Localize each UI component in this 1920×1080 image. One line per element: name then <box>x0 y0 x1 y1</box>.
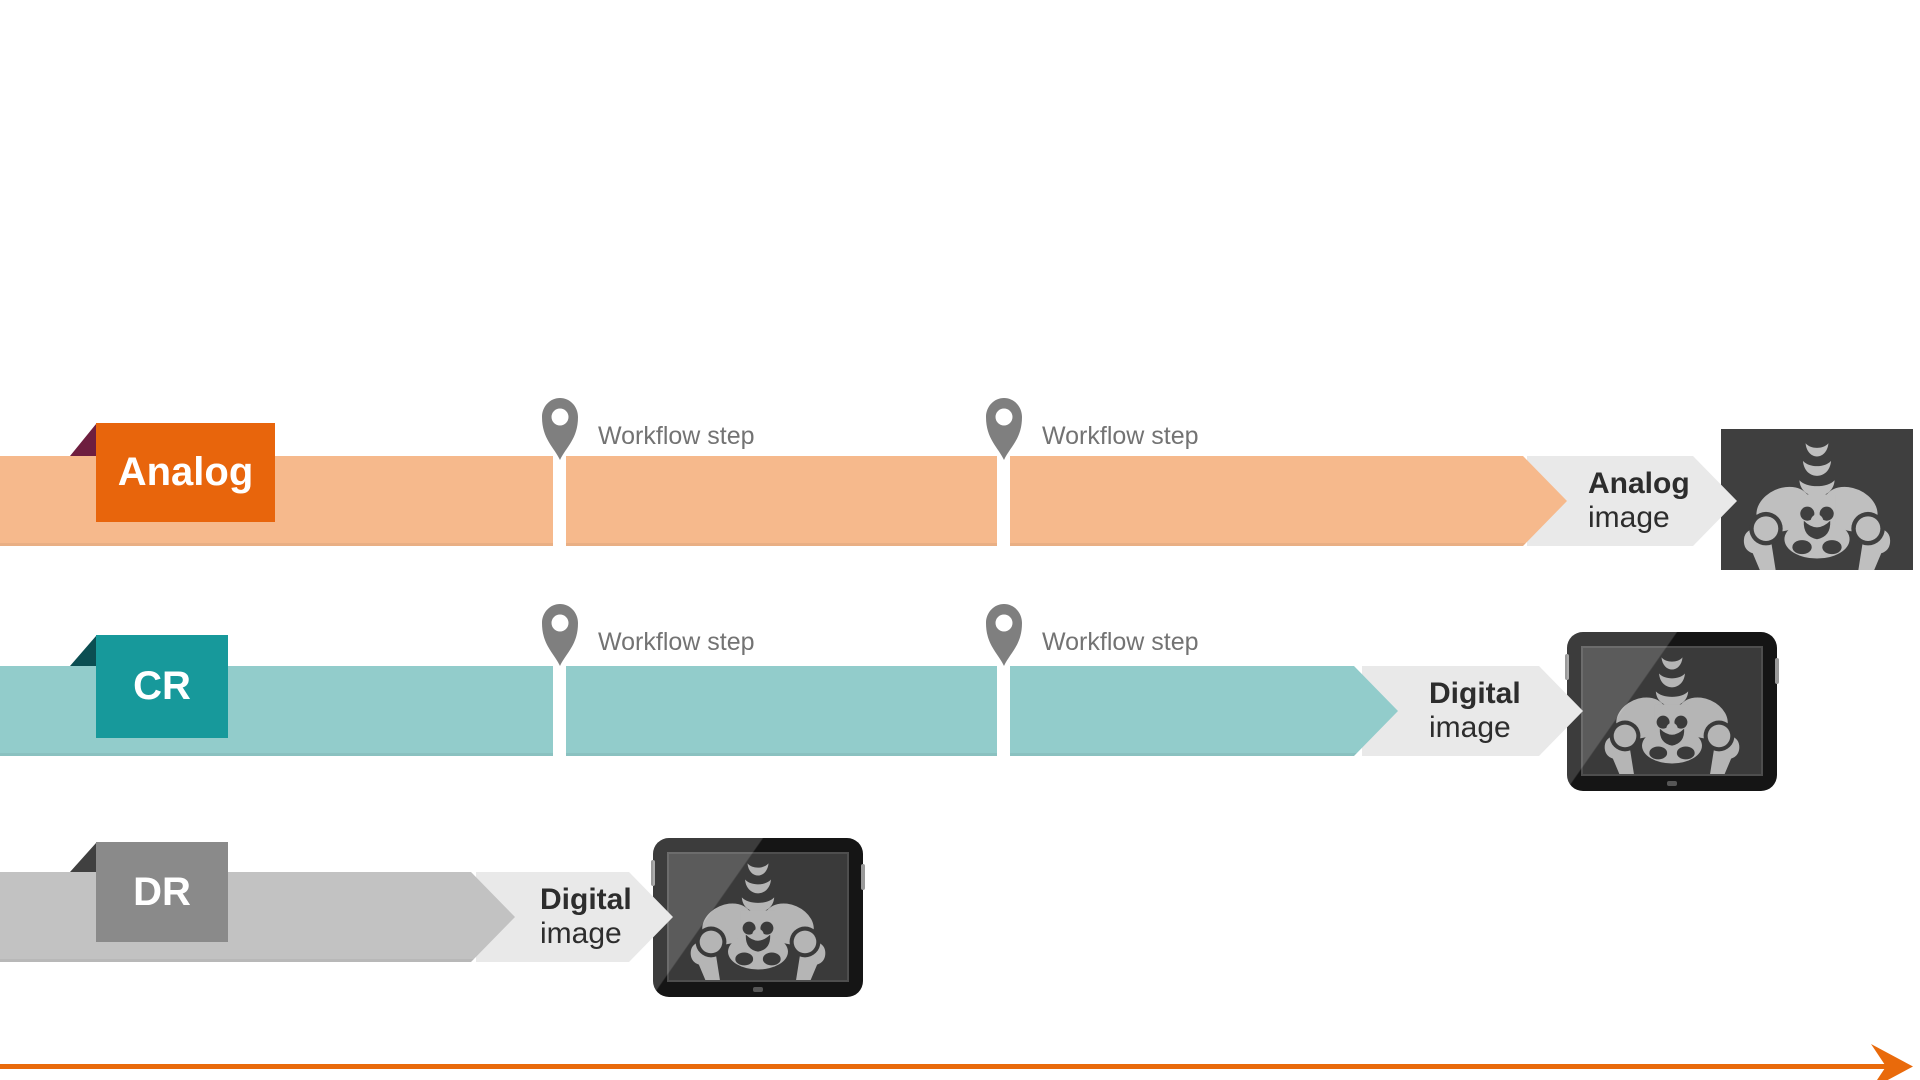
dr-label: DR <box>133 869 191 914</box>
result-label-line2: image <box>1429 711 1511 744</box>
tablet-side-button <box>651 860 655 886</box>
tablet-home-dot <box>1667 781 1677 786</box>
time-axis-arrow <box>0 1044 1913 1080</box>
pelvis-xray-icon <box>690 863 826 980</box>
result-label-line1: Analog <box>1588 467 1690 500</box>
cr-result-label: Digital image <box>1429 677 1521 745</box>
dr-timeline-bar <box>0 872 515 962</box>
cr-label: CR <box>133 664 191 708</box>
workflow-step-label: Workflow step <box>1042 422 1199 450</box>
time-axis-line <box>0 1064 1892 1069</box>
tablet-gloss <box>1567 632 1777 791</box>
tablet-home-dot <box>753 987 763 992</box>
workflow-pin-icon <box>539 602 581 668</box>
tablet-side-button <box>861 864 865 890</box>
tablet-device <box>651 838 865 997</box>
tablet-side-button <box>1565 654 1569 680</box>
analog-xray-film <box>1721 429 1913 570</box>
cr-timeline-bar <box>0 666 1398 756</box>
result-label-line2: image <box>540 917 622 950</box>
time-axis-arrowhead <box>1871 1044 1913 1080</box>
bar-gap <box>997 666 1010 756</box>
ribbon-fold <box>70 636 96 666</box>
analog-result-flag: Analog image <box>1527 456 1737 546</box>
result-label-line1: Digital <box>540 883 632 916</box>
workflow-pin-icon <box>539 396 581 462</box>
analog-label: Analog <box>117 450 254 494</box>
analog-label-box: Analog <box>96 423 275 522</box>
tablet-screen <box>1581 646 1763 776</box>
cr-result-flag: Digital image <box>1362 666 1583 756</box>
result-label-line1: Digital <box>1429 677 1521 710</box>
bar-gap <box>553 666 566 756</box>
workflow-pin-icon <box>983 396 1025 462</box>
workflow-pin-icon <box>983 602 1025 668</box>
bar-gap <box>997 456 1010 546</box>
cr-label-box: CR <box>96 635 228 738</box>
pelvis-xray-icon <box>1743 443 1891 570</box>
ribbon-fold <box>70 424 96 456</box>
result-label-line2: image <box>1588 501 1670 534</box>
tablet-device <box>1565 632 1779 791</box>
dr-result-flag: Digital image <box>476 872 673 962</box>
tablet-side-button <box>1775 658 1779 684</box>
analog-result-label: Analog image <box>1588 467 1690 535</box>
workflow-step-label: Workflow step <box>598 422 755 450</box>
tablet-screen <box>667 852 849 982</box>
tablet-gloss <box>653 838 863 997</box>
dr-result-label: Digital image <box>540 883 632 951</box>
dr-label-box: DR <box>96 842 228 942</box>
workflow-step-label: Workflow step <box>598 628 755 656</box>
bar-gap <box>553 456 566 546</box>
pelvis-xray-icon <box>1604 657 1740 774</box>
ribbon-fold <box>70 843 96 872</box>
workflow-step-label: Workflow step <box>1042 628 1199 656</box>
